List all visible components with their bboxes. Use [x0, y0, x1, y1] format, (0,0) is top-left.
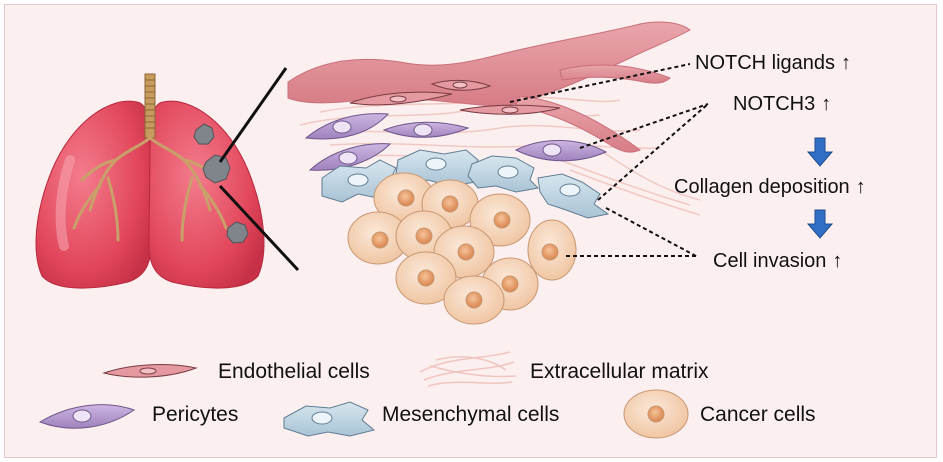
bronchial-tree	[72, 136, 228, 242]
notch3-text: NOTCH3	[733, 93, 816, 115]
legend-pericytes: Pericytes	[152, 403, 239, 426]
vessel-branch	[559, 64, 671, 84]
tumor-nodules	[193, 123, 249, 244]
endothelial-nucleus	[501, 106, 519, 114]
tumor-nodule	[193, 123, 215, 145]
cancer-cell	[373, 172, 435, 224]
notch-ligands-text: NOTCH ligands	[695, 52, 836, 74]
tumor-nodule	[226, 221, 249, 244]
cancer-cell	[347, 211, 409, 265]
endothelial-cell-legend-icon	[102, 364, 198, 378]
up-arrow-icon: ↑	[832, 250, 843, 272]
up-arrow-icon: ↑	[841, 52, 852, 74]
flow-arrows	[806, 137, 834, 239]
left-lung-highlight	[55, 155, 75, 251]
legend-endothelial: Endothelial cells	[218, 360, 370, 383]
lungs-illustration	[35, 67, 300, 289]
down-arrow-icon	[806, 209, 834, 239]
mesenchymal-cell	[537, 173, 610, 219]
up-arrow-icon: ↑	[821, 93, 832, 115]
ecm-legend-icon	[419, 351, 517, 387]
cancer-cell	[395, 251, 457, 305]
cancer-cell	[443, 275, 505, 325]
blood-vessel	[287, 21, 691, 153]
zoom-line	[218, 67, 288, 163]
down-arrow-icon	[806, 137, 834, 167]
connector-line	[579, 103, 709, 149]
connector-line	[605, 207, 697, 257]
notch3-label: NOTCH3↑	[733, 94, 831, 114]
pericytes	[304, 113, 608, 171]
cancer-cells	[347, 172, 577, 325]
pericyte-cell	[304, 113, 390, 140]
endothelial-cells	[349, 79, 561, 115]
endothelial-nucleus	[389, 95, 407, 103]
legend-icons	[38, 351, 689, 439]
tumor-nodule	[202, 154, 231, 184]
endothelial-nucleus	[452, 81, 468, 89]
cancer-cell	[527, 219, 577, 281]
connector-line	[509, 63, 691, 103]
legend-ecm: Extracellular matrix	[530, 360, 709, 383]
up-arrow-icon: ↑	[855, 176, 866, 198]
collagen-label: Collagen deposition↑	[674, 177, 866, 197]
collagen-text: Collagen deposition	[674, 176, 850, 198]
pericyte-cell	[382, 121, 470, 138]
notch-ligands-label: NOTCH ligands↑	[695, 53, 851, 73]
zoom-line	[218, 184, 300, 272]
pericyte-legend-icon	[38, 404, 136, 429]
cancer-cell-legend-icon	[623, 389, 689, 439]
invasion-label: Cell invasion↑	[713, 251, 842, 271]
invasion-text: Cell invasion	[713, 250, 827, 272]
connector-lines	[509, 63, 709, 257]
mesenchymal-legend-icon	[283, 401, 376, 437]
mesenchymal-cell	[467, 155, 540, 193]
legend-cancer: Cancer cells	[700, 403, 816, 426]
pericyte-cell	[514, 140, 608, 162]
trachea-rings	[145, 79, 155, 129]
connector-line	[597, 103, 709, 201]
vessel-wall	[287, 21, 691, 107]
pericyte-cell	[308, 143, 392, 171]
legend-mesenchymal: Mesenchymal cells	[382, 403, 560, 426]
